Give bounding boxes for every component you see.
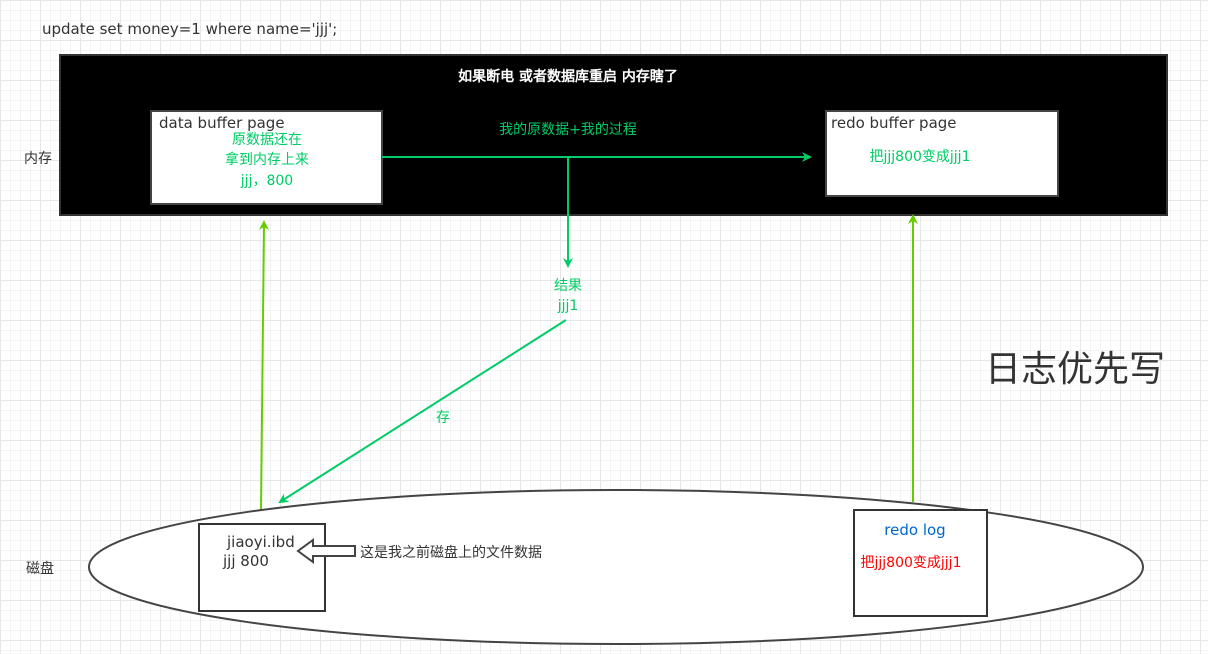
result-value: jjj1 [557,298,579,314]
store-label: 存 [436,410,450,426]
disk-label: 磁盘 [26,560,54,577]
redo-buffer-text: 把jjj800变成jjj1 [870,149,971,165]
memory-label: 内存 [24,151,52,167]
ibd-file-box[interactable]: jiaoyi.ibd jjj 800 [198,523,326,612]
ibd-file-data: jjj 800 [222,552,269,570]
hollow-arrow-icon [296,538,356,564]
memory-header: 如果断电 或者数据库重启 内存瞎了 [458,68,678,85]
ibd-file-name: jiaoyi.ibd [226,533,295,551]
data-buffer-line: 原数据还在 [232,132,302,148]
sql-statement: update set money=1 where name='jjj'; [42,20,337,38]
data-buffer-line: 拿到内存上来 [225,151,309,168]
result-label: 结果 [554,278,582,294]
ibd-note: 这是我之前磁盘上的文件数据 [360,544,542,561]
redo-buffer-page-box[interactable]: redo buffer page 把jjj800变成jjj1 [825,110,1059,197]
wal-label: 日志优先写 [985,349,1165,390]
arrow-load-to-memory [258,220,269,513]
flow-label: 我的原数据+我的过程 [499,122,637,138]
data-buffer-page-box[interactable]: data buffer page 原数据还在 拿到内存上来 jjj，800 [150,110,383,205]
redo-log-box[interactable]: redo log 把jjj800变成jjj1 [853,509,988,617]
arrow-store-to-disk [278,319,567,504]
redo-log-title: redo log [884,521,945,539]
data-buffer-title: data buffer page [159,114,285,132]
redo-buffer-title: redo buffer page [831,114,957,132]
data-buffer-line: jjj，800 [240,173,293,189]
redo-log-text: 把jjj800变成jjj1 [861,555,962,571]
